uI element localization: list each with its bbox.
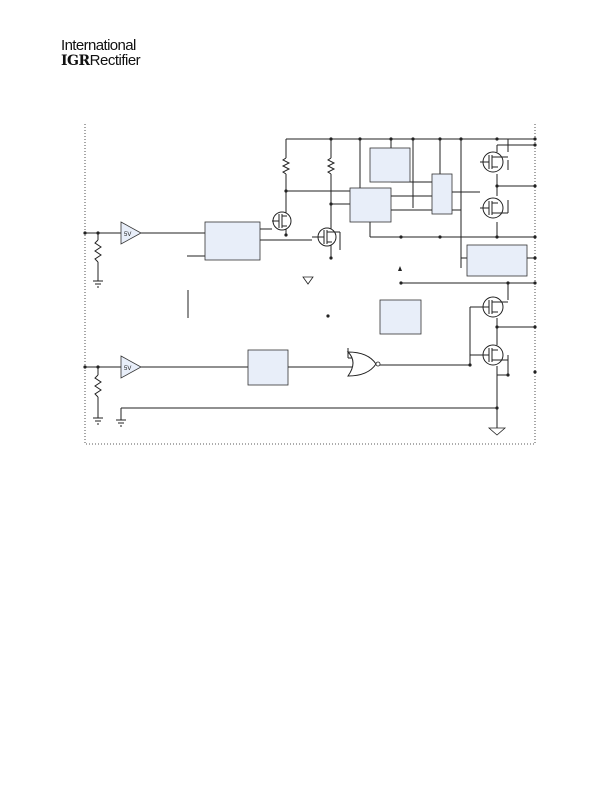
dotted-boundary — [84, 124, 536, 445]
resistor-input-1 — [94, 239, 102, 263]
pulse-generator-block — [204, 221, 261, 261]
logo-text-line2: IGRRectifier — [61, 52, 141, 70]
logic-block — [349, 187, 392, 223]
nor-gate — [346, 351, 377, 377]
level-shift-block — [431, 173, 453, 215]
mosfet-q1 — [272, 211, 292, 231]
company-logo: International IGRRectifier — [61, 37, 151, 71]
mosfet-q4 — [480, 197, 508, 219]
resistor-pullup-2 — [326, 157, 336, 175]
ground-triangle-2 — [487, 427, 507, 436]
logo-text-rectifier: Rectifier — [89, 52, 141, 69]
buffer-label-2: 5V — [124, 366, 131, 372]
input-buffer-1 — [120, 221, 142, 245]
mosfet-q5 — [480, 296, 508, 318]
reference-arrow — [398, 266, 402, 271]
delay-block — [379, 299, 422, 335]
lowside-logic-block — [247, 349, 289, 386]
input-buffer-2 — [120, 355, 142, 379]
resistor-input-2 — [94, 374, 102, 398]
resistor-pullup-1 — [281, 157, 291, 175]
mosfet-q2 — [312, 227, 341, 250]
mosfet-q6 — [480, 344, 508, 366]
driver-block — [466, 244, 528, 277]
nor-gate-bubble — [375, 361, 381, 367]
uv-detect-block — [369, 147, 411, 183]
buffer-label-1: 5V — [124, 232, 131, 238]
ground-triangle-1 — [302, 276, 314, 285]
logo-text-international: International — [61, 37, 136, 54]
mosfet-q3 — [480, 151, 508, 173]
logo-mark: IGR — [61, 53, 90, 69]
